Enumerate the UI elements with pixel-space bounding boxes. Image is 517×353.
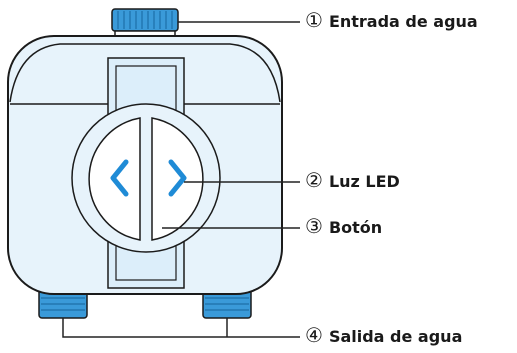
right-chevron-icon — [168, 159, 187, 197]
label-text: Luz LED — [328, 172, 400, 191]
device-body — [7, 35, 283, 295]
label-number: ② — [305, 168, 323, 192]
label-water-outlet: ④ Salida de agua — [305, 325, 462, 345]
label-button: ③ Botón — [305, 216, 382, 236]
label-text: Salida de agua — [328, 327, 463, 346]
leader-line-outlet — [62, 318, 300, 338]
label-text: Entrada de agua — [328, 12, 478, 31]
label-led-light: ② Luz LED — [305, 170, 400, 190]
label-number: ① — [305, 8, 323, 32]
label-number: ③ — [305, 214, 323, 238]
label-water-inlet: ① Entrada de agua — [305, 10, 478, 30]
label-text: Botón — [328, 218, 383, 237]
label-number: ④ — [305, 323, 323, 347]
left-chevron-icon — [110, 159, 129, 197]
